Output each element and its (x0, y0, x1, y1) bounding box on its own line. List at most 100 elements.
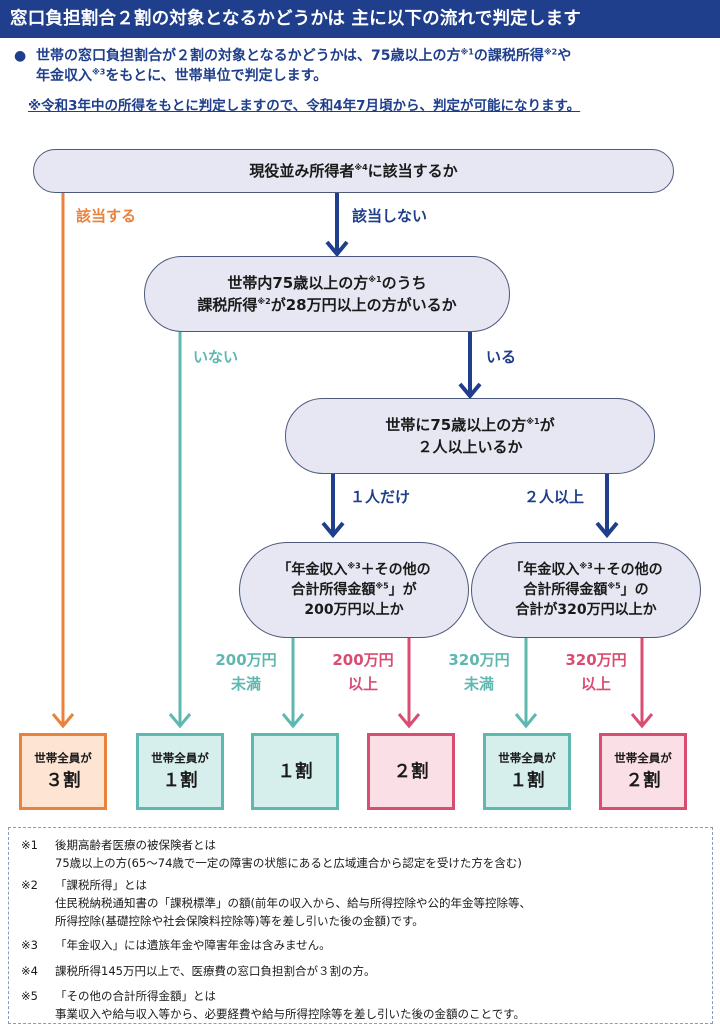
intro-text-e: をもとに、世帯単位で判定します。 (105, 68, 328, 84)
intro-text-b: の課税所得 (473, 48, 544, 64)
arrowhead-q2-yes (458, 382, 482, 400)
label-q4-over-l1: 200万円 (332, 651, 394, 669)
label-q5-under-l2: 未満 (463, 675, 494, 693)
result-5-big: １割 (509, 770, 545, 791)
q4-line2-b: 」が (388, 582, 417, 598)
label-q4-over-l2: 以上 (347, 675, 378, 693)
result-1wari-b: １割 (251, 733, 339, 810)
footnote-2: ※2 「課税所得」とは 住民税納税通知書の「課税標準」の額(前年の収入から、給与… (21, 876, 706, 930)
footnote-1-mark: ※1 (21, 838, 38, 852)
footnote-3-line1: 「年金収入」には遺族年金や障害年金は含みません。 (55, 938, 331, 952)
result-2wari-a: ２割 (367, 733, 455, 810)
footnote-4-mark: ※4 (21, 964, 38, 978)
label-q5-over-l2: 以上 (580, 675, 611, 693)
result-1wari-c: 世帯全員が １割 (483, 733, 571, 810)
result-3wari: 世帯全員が ３割 (19, 733, 107, 810)
arrowhead-q4-over (397, 713, 421, 729)
q2-line2-a: 課税所得 (197, 296, 258, 314)
q2-line1-a: 世帯内75歳以上の方 (227, 274, 369, 292)
footnote-5-line1: 「その他の合計所得金額」とは (55, 989, 216, 1003)
q5-line1-a: 「年金収入 (509, 562, 580, 578)
result-3-big: １割 (277, 761, 313, 782)
q4-line2-a: 合計所得金額 (291, 582, 376, 598)
result-6-big: ２割 (625, 770, 661, 791)
label-q3-one: １人だけ (350, 488, 411, 506)
footnote-5-line2: 事業収入や給与収入等から、必要経費や給与所得控除等を差し引いた後の金額のことです… (55, 1007, 525, 1021)
flow-connectors (51, 193, 654, 729)
q1-text-a: 現役並み所得者 (249, 162, 355, 180)
q5-line2-a: 合計所得金額 (523, 582, 608, 598)
question-income-multiple: 「年金収入※3＋その他の 合計所得金額※5」の 合計が320万円以上か (471, 542, 701, 638)
label-q1-yes: 該当する (76, 207, 137, 225)
footnote-2-line2: 住民税納税通知書の「課税標準」の額(前年の収入から、給与所得控除や公的年金等控除… (55, 896, 531, 910)
arrowhead-q1-yes (51, 713, 75, 729)
footnote-4-line1: 課税所得145万円以上で、医療費の窓口負担割合が３割の方。 (55, 964, 376, 978)
result-2-big: １割 (162, 770, 198, 791)
arrowhead-q5-under (514, 713, 538, 729)
label-q5-under: 320万円 未満 (439, 648, 519, 696)
intro-text-d: 年金収入 (36, 68, 92, 84)
question-household-count: 世帯に75歳以上の方※1が ２人以上いるか (285, 398, 655, 474)
question-income-single: 「年金収入※3＋その他の 合計所得金額※5」が 200万円以上か (239, 542, 469, 638)
footnote-1-line1: 後期高齢者医療の被保険者とは (55, 838, 216, 852)
q5-line2-b: 」の (620, 582, 649, 598)
q3-line1-sup: ※1 (526, 417, 540, 426)
label-q1-no: 該当しない (352, 207, 428, 225)
label-q4-over: 200万円 以上 (323, 648, 403, 696)
question-current-income: 現役並み所得者※4に該当するか (33, 149, 674, 193)
footnote-4: ※4 課税所得145万円以上で、医療費の窓口負担割合が３割の方。 (21, 962, 706, 980)
q2-line1-b: のうち (381, 274, 427, 292)
footnote-3: ※3 「年金収入」には遺族年金や障害年金は含みません。 (21, 936, 706, 954)
arrowhead-q2-no (168, 713, 192, 729)
result-2-small: 世帯全員が (151, 750, 209, 765)
footnote-5: ※5 「その他の合計所得金額」とは 事業収入や給与収入等から、必要経費や給与所得… (21, 987, 706, 1023)
label-q2-yes: いる (486, 348, 517, 366)
result-2wari-b: 世帯全員が ２割 (599, 733, 687, 810)
q4-line1-b: ＋その他の (360, 562, 431, 578)
footnote-5-mark: ※5 (21, 989, 38, 1003)
arrowhead-q3-one (321, 521, 345, 539)
question-taxable-income: 世帯内75歳以上の方※1のうち 課税所得※2が28万円以上の方がいるか (144, 256, 510, 332)
result-6-small: 世帯全員が (614, 750, 672, 765)
footnote-2-line3: 所得控除(基礎控除や社会保険料控除等)等を差し引いた後の金額)です。 (55, 914, 424, 928)
arrowhead-q1-no (325, 240, 349, 258)
intro-text: ● 世帯の窓口負担割合が２割の対象となるかどうかは、75歳以上の方※1の課税所得… (14, 46, 706, 86)
q1-sup: ※4 (354, 163, 368, 172)
q5-line1-sup: ※3 (579, 561, 593, 571)
q5-line3: 合計が320万円以上か (515, 602, 657, 618)
q4-line1-a: 「年金収入 (277, 562, 348, 578)
label-q2-no: いない (193, 348, 239, 366)
arrowhead-q3-two (595, 521, 619, 539)
q3-line2: ２人以上いるか (417, 438, 523, 456)
q4-line1-sup: ※3 (347, 561, 361, 571)
result-1wari-a: 世帯全員が １割 (136, 733, 224, 810)
footnotes-box: ※1 後期高齢者医療の被保険者とは 75歳以上の方(65～74歳で一定の障害の状… (8, 827, 713, 1024)
result-5-small: 世帯全員が (498, 750, 556, 765)
intro-text-c: や (557, 48, 572, 64)
result-1-big: ３割 (45, 770, 81, 791)
footnote-1-line2: 75歳以上の方(65～74歳で一定の障害の状態にあると広域連合から認定を受けた方… (55, 856, 522, 870)
footnote-2-mark: ※2 (21, 878, 38, 892)
intro-sup1: ※1 (460, 47, 474, 57)
q3-line1-b: が (539, 416, 555, 434)
q2-line2-sup: ※2 (257, 297, 271, 306)
label-q4-under: 200万円 未満 (206, 648, 286, 696)
footnote-2-line1: 「課税所得」とは (55, 878, 147, 892)
intro-text-a: 世帯の窓口負担割合が２割の対象となるかどうかは、75歳以上の方 (36, 48, 461, 64)
footnote-1: ※1 後期高齢者医療の被保険者とは 75歳以上の方(65～74歳で一定の障害の状… (21, 836, 706, 872)
label-q5-under-l1: 320万円 (448, 651, 510, 669)
q2-line1-sup: ※1 (368, 275, 382, 284)
page-title: 窓口負担割合２割の対象となるかどうかは 主に以下の流れで判定します (0, 0, 720, 38)
label-q3-two: ２人以上 (524, 488, 585, 506)
q2-line2-b: が28万円以上の方がいるか (270, 296, 457, 314)
footnote-3-mark: ※3 (21, 938, 38, 952)
notice-text: ※令和3年中の所得をもとに判定しますので、令和4年7月頃から、判定が可能になりま… (28, 98, 581, 114)
intro-sup2: ※2 (543, 47, 558, 57)
label-q4-under-l1: 200万円 (215, 651, 277, 669)
result-1-small: 世帯全員が (34, 750, 92, 765)
q3-line1-a: 世帯に75歳以上の方 (385, 416, 527, 434)
q4-line2-sup: ※5 (375, 581, 389, 591)
q5-line2-sup: ※5 (607, 581, 621, 591)
label-q5-over: 320万円 以上 (556, 648, 636, 696)
arrowhead-q4-under (281, 713, 305, 729)
